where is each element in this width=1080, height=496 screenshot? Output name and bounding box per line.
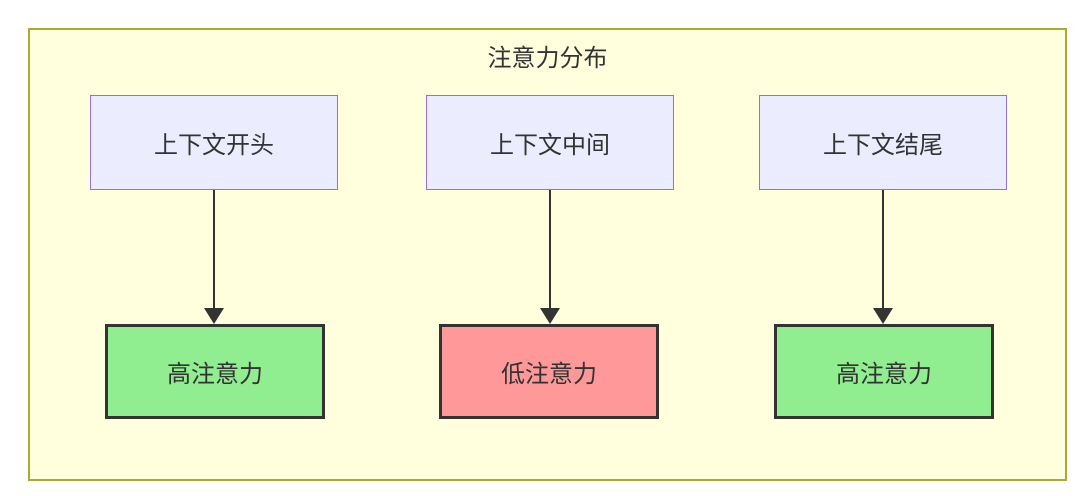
node-high-attention-1: 高注意力: [105, 324, 325, 419]
arrow-down-icon: [540, 190, 560, 324]
arrowhead-icon: [540, 308, 560, 324]
node-context-middle: 上下文中间: [426, 95, 674, 190]
arrowhead-icon: [204, 308, 224, 324]
node-low-attention: 低注意力: [439, 324, 659, 419]
node-context-end: 上下文结尾: [759, 95, 1007, 190]
arrow-shaft: [212, 190, 216, 310]
node-label: 低注意力: [501, 361, 597, 388]
arrow-down-icon: [873, 190, 893, 324]
arrow-shaft: [881, 190, 885, 310]
node-context-beginning: 上下文开头: [90, 95, 338, 190]
arrow-shaft: [548, 190, 552, 310]
attention-distribution-container: 注意力分布 上下文开头 高注意力 上下文中间 低注意力 上下文结尾: [28, 28, 1067, 481]
arrowhead-icon: [873, 308, 893, 324]
node-label: 高注意力: [167, 361, 263, 388]
node-label: 高注意力: [836, 361, 932, 388]
node-label: 上下文结尾: [823, 132, 943, 159]
diagram-title: 注意力分布: [487, 45, 608, 72]
arrow-down-icon: [204, 190, 224, 324]
node-high-attention-2: 高注意力: [774, 324, 994, 419]
node-label: 上下文中间: [490, 132, 610, 159]
node-label: 上下文开头: [154, 132, 274, 159]
